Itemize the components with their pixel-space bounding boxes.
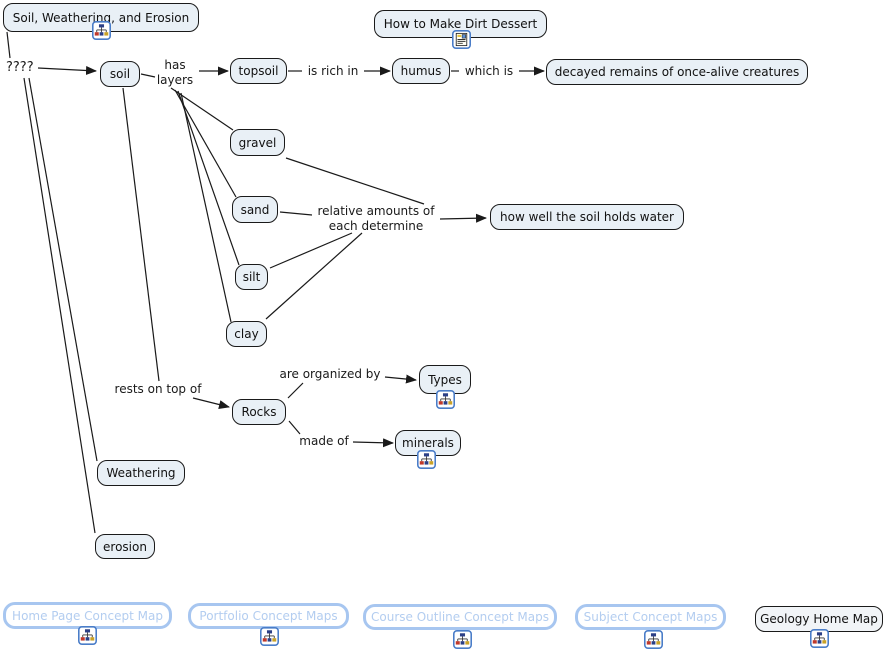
footer-link-subject[interactable]: Subject Concept Maps: [575, 604, 726, 630]
node-weathering[interactable]: Weathering: [97, 460, 185, 486]
node-soil[interactable]: soil: [100, 61, 140, 87]
concept-map-icon[interactable]: [78, 626, 97, 645]
concept-map-icon[interactable]: [92, 21, 111, 40]
document-icon[interactable]: [452, 30, 471, 49]
concept-map-icon[interactable]: [644, 630, 663, 649]
footer-link-geology-home[interactable]: Geology Home Map: [755, 606, 883, 632]
concept-map-icon[interactable]: [436, 390, 455, 409]
label-which-is[interactable]: which is: [464, 64, 514, 78]
label-is-rich-in[interactable]: is rich in: [307, 64, 359, 78]
footer-link-portfolio[interactable]: Portfolio Concept Maps: [188, 603, 349, 629]
concept-map-icon[interactable]: [810, 629, 829, 648]
node-humus[interactable]: humus: [392, 58, 450, 84]
label-relative-amounts[interactable]: relative amounts of each determine: [317, 204, 435, 233]
node-clay[interactable]: clay: [226, 321, 267, 347]
node-sand[interactable]: sand: [232, 196, 278, 223]
node-erosion[interactable]: erosion: [95, 534, 155, 559]
node-decayed-remains[interactable]: decayed remains of once-alive creatures: [546, 59, 808, 85]
node-topsoil[interactable]: topsoil: [230, 58, 287, 84]
label-question-marks[interactable]: ????: [6, 60, 34, 75]
footer-link-home-page[interactable]: Home Page Concept Map: [3, 602, 172, 629]
node-silt[interactable]: silt: [235, 264, 268, 290]
node-holds-water[interactable]: how well the soil holds water: [490, 204, 684, 230]
concept-map-icon[interactable]: [453, 630, 472, 649]
node-gravel[interactable]: gravel: [230, 129, 285, 156]
concept-map-icon[interactable]: [260, 627, 279, 646]
label-made-of[interactable]: made of: [299, 434, 349, 448]
concept-map-icon[interactable]: [417, 450, 436, 469]
footer-link-course-outline[interactable]: Course Outline Concept Maps: [363, 604, 557, 630]
label-rests-on-top-of[interactable]: rests on top of: [114, 382, 202, 396]
label-has-layers[interactable]: has layers: [156, 58, 194, 87]
label-are-organized-by[interactable]: are organized by: [279, 367, 381, 381]
node-rocks[interactable]: Rocks: [232, 399, 286, 425]
